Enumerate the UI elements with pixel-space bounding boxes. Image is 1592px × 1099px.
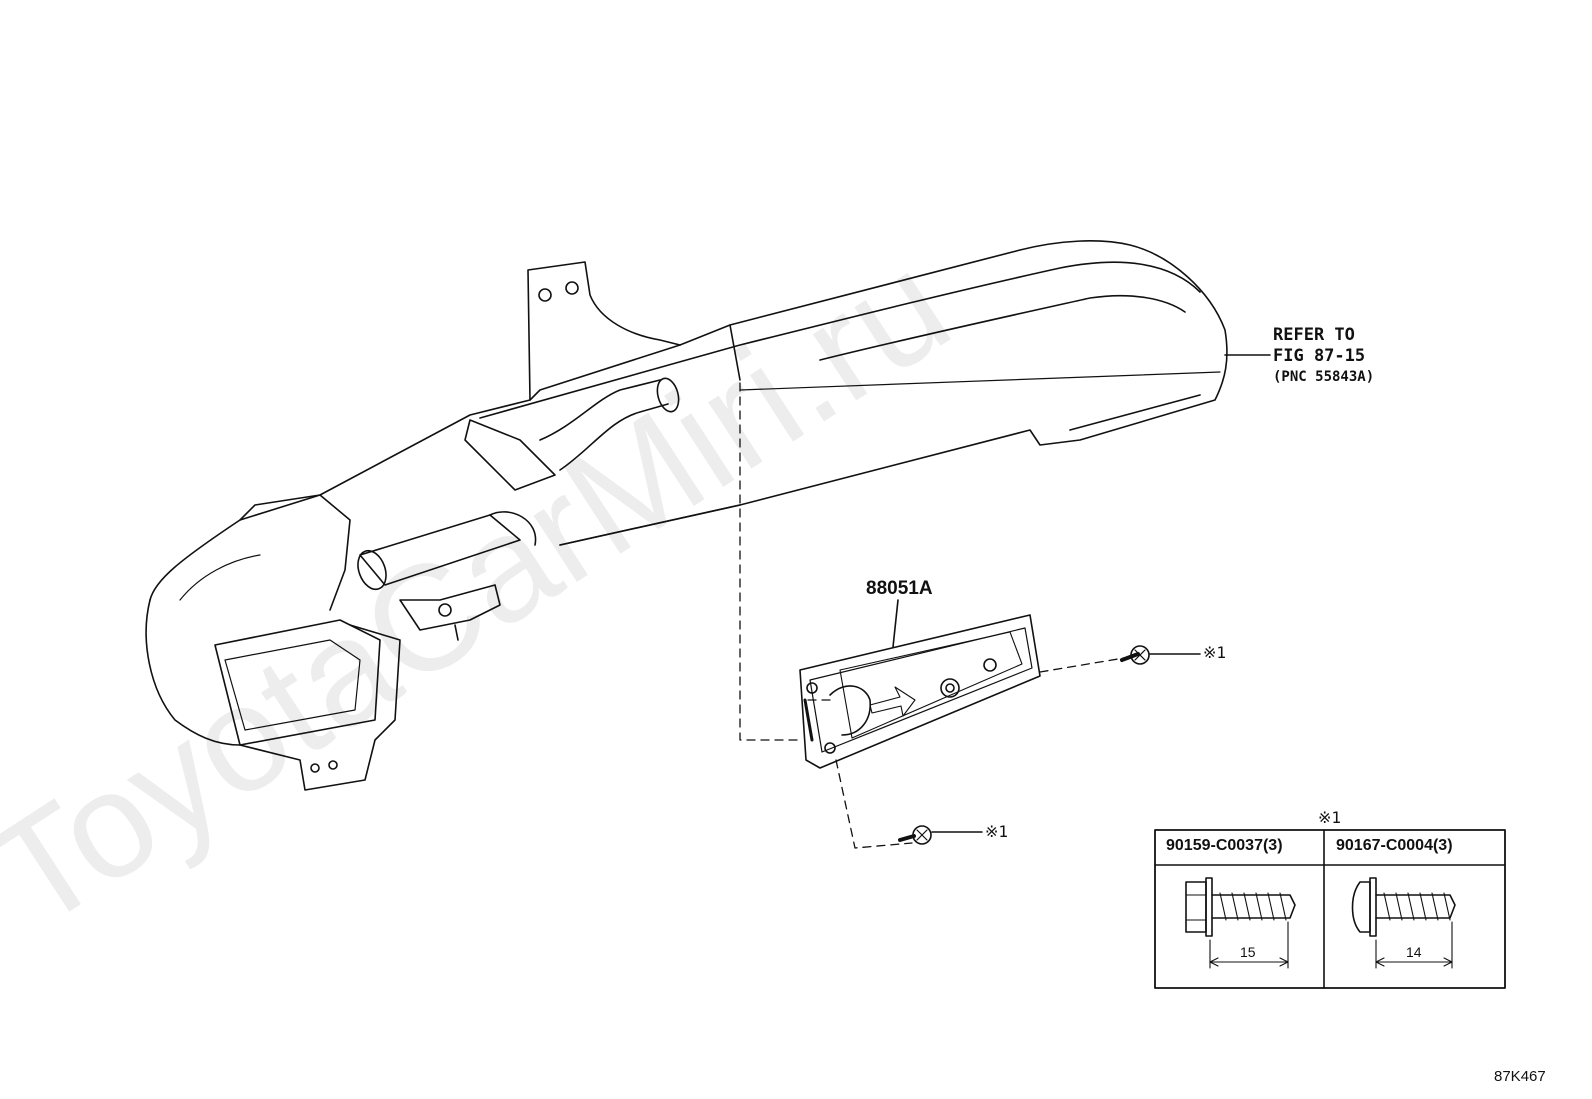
pan-head-screw-icon: [1351, 877, 1456, 969]
part-label-88051a: 88051A: [866, 578, 933, 599]
figure-code: 87K467: [1494, 1068, 1546, 1085]
hex-flange-bolt-icon: [1185, 877, 1296, 969]
fastener-table-title: ※1: [1318, 808, 1342, 827]
installation-dashed-lines: [739, 382, 1131, 849]
fastener-part-number: 90159-C0037(3): [1166, 837, 1283, 854]
fastener-table: [1154, 829, 1506, 989]
refer-to-line1: REFER TO: [1273, 325, 1355, 345]
fastener-length: 14: [1406, 944, 1422, 960]
fastener-length: 15: [1240, 944, 1256, 960]
fastener-right: [1120, 645, 1201, 665]
instrument-panel-duct: [145, 240, 1228, 791]
refer-to-line3: (PNC 55843A): [1273, 369, 1375, 385]
fastener-bottom: [898, 825, 983, 845]
note-mark-bottom: ※1: [985, 822, 1009, 841]
note-mark-right: ※1: [1203, 643, 1227, 662]
refer-to-line2: FIG 87-15: [1273, 346, 1366, 366]
fastener-part-number: 90167-C0004(3): [1336, 837, 1453, 854]
module-88051a: [799, 599, 1041, 769]
